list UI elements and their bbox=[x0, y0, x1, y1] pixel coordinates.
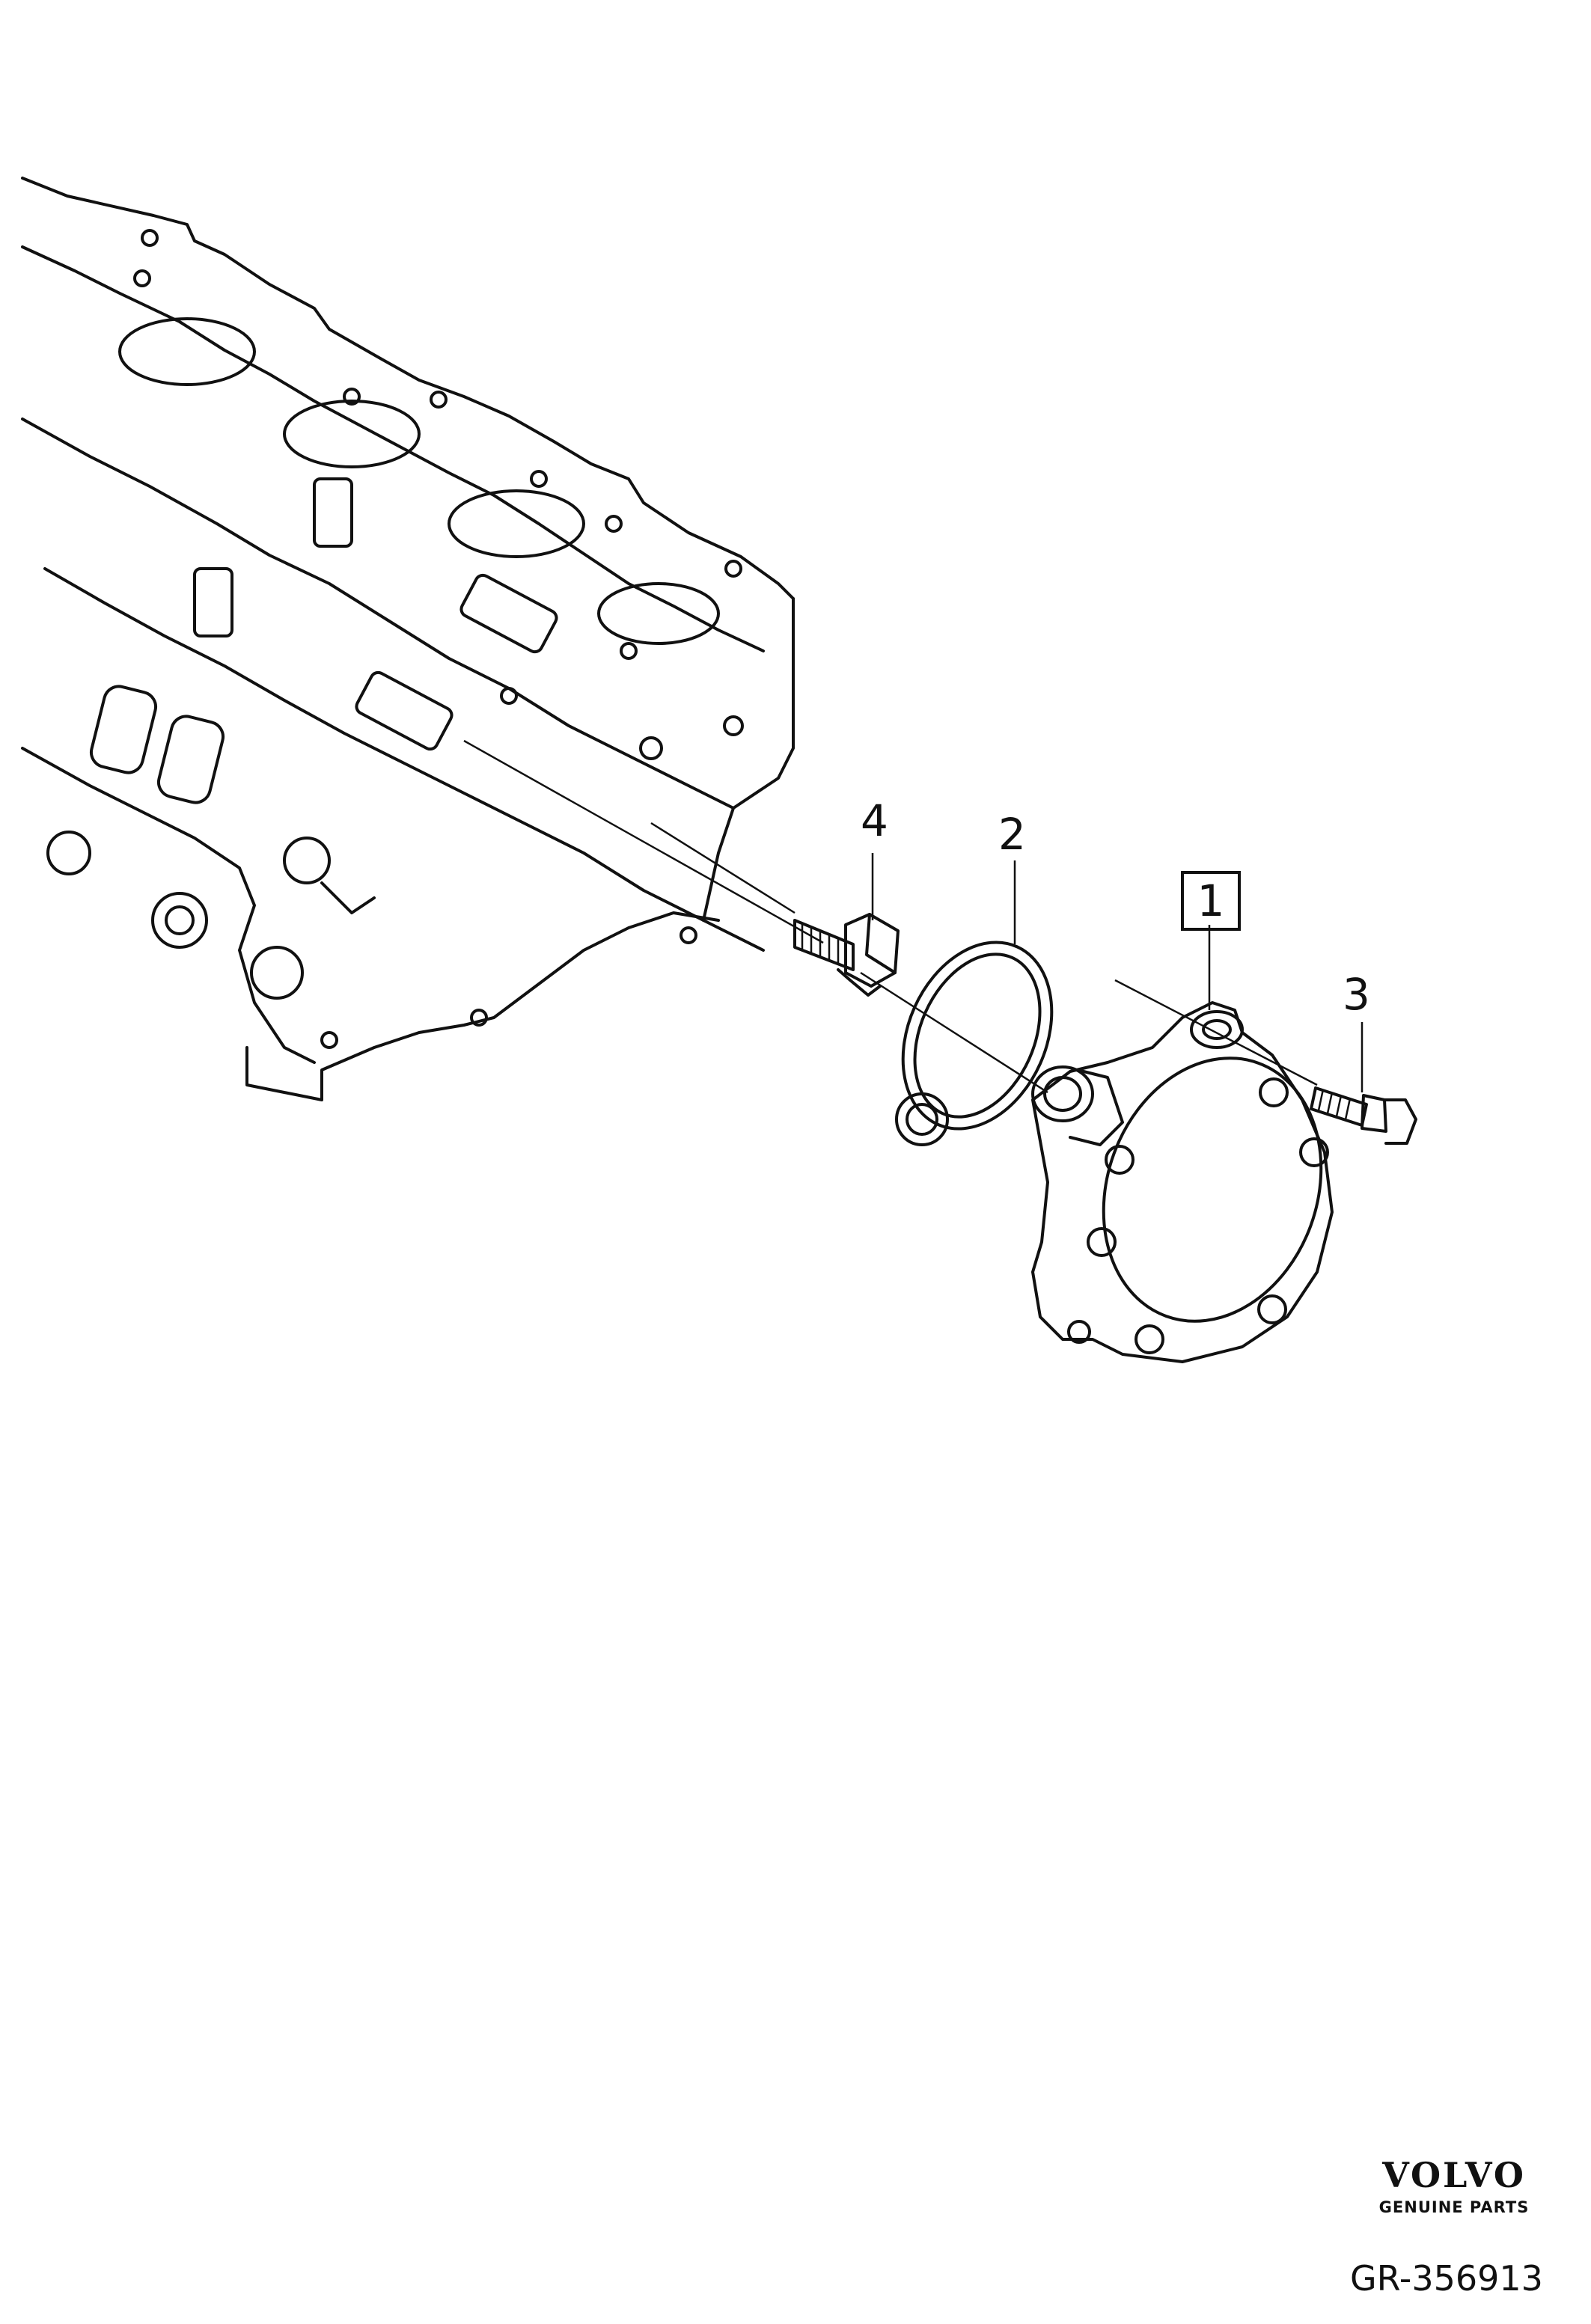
brand-name: VOLVO bbox=[1382, 2155, 1526, 2195]
engine-block-illustration bbox=[21, 177, 795, 1101]
callout-part-3: 3 bbox=[1343, 969, 1370, 1020]
alignment-line-gasket bbox=[860, 971, 1048, 1094]
part-2-gasket bbox=[895, 860, 1054, 1146]
brand-tagline: GENUINE PARTS bbox=[1378, 2198, 1530, 2216]
callout-part-4: 4 bbox=[861, 795, 888, 846]
callout-part-2: 2 bbox=[998, 809, 1026, 860]
reference-number: GR-356913 bbox=[1350, 2258, 1543, 2299]
brand-logo: VOLVO GENUINE PARTS bbox=[1361, 2155, 1548, 2216]
alignment-line-lower bbox=[650, 822, 796, 914]
part-1-vacuum-pump bbox=[1031, 925, 1334, 1363]
alignment-line-main bbox=[463, 739, 824, 944]
callout-part-1: 1 bbox=[1181, 871, 1241, 931]
part-3-bolt bbox=[1310, 1022, 1417, 1145]
part-4-stud bbox=[793, 853, 900, 997]
alignment-line-bolt bbox=[1114, 979, 1318, 1086]
